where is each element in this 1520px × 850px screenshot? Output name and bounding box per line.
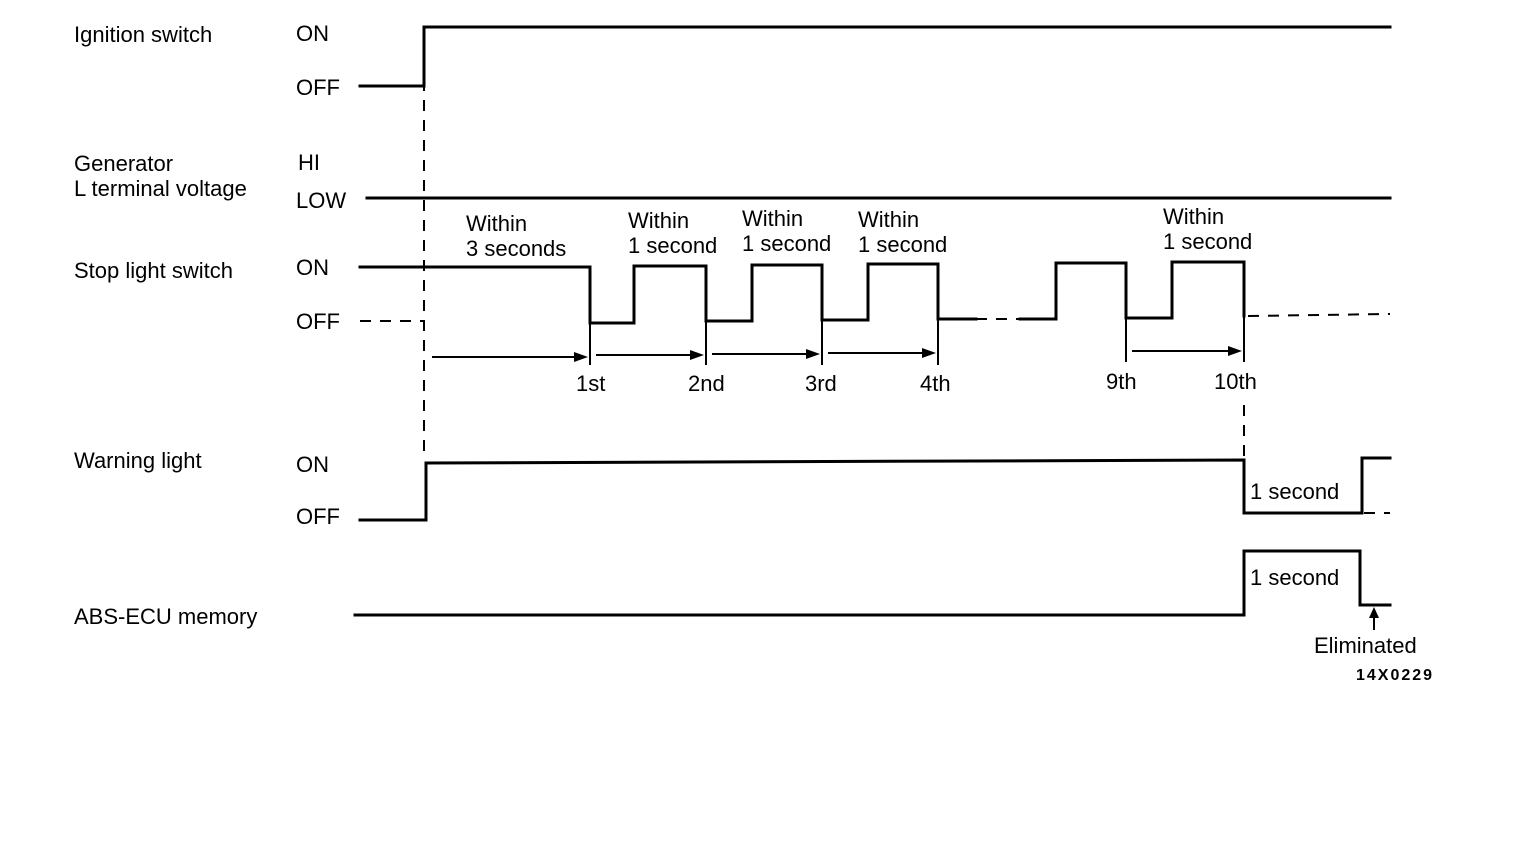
abs-ecu-memory-label: ABS-ECU memory xyxy=(74,604,257,629)
count-label-9th: 9th xyxy=(1106,369,1137,394)
timing-5-line1: Within xyxy=(1163,204,1224,229)
stop-light-off-dash-right xyxy=(1247,313,1391,317)
generator-label-line1: Generator xyxy=(74,151,173,176)
generator-label-line2: L terminal voltage xyxy=(74,176,247,201)
stop-light-switch-label: Stop light switch xyxy=(74,258,233,283)
abs-memory-waveform xyxy=(353,549,1392,617)
warning-delay-label: 1 second xyxy=(1250,479,1339,504)
timing-1-line1: Within xyxy=(466,211,527,236)
memory-delay-label: 1 second xyxy=(1250,565,1339,590)
timing-2-line2: 1 second xyxy=(628,233,717,258)
warning-light-off-state: OFF xyxy=(296,504,340,529)
interval-arrow-4 xyxy=(828,348,936,358)
ignition-off-state: OFF xyxy=(296,75,340,100)
count-label-2nd: 2nd xyxy=(688,371,725,396)
interval-arrow-5 xyxy=(1132,346,1242,356)
timing-5-line2: 1 second xyxy=(1163,229,1252,254)
generator-low-state: LOW xyxy=(296,188,346,213)
interval-arrow-2 xyxy=(596,350,704,360)
count-label-3rd: 3rd xyxy=(805,371,837,396)
ignition-waveform xyxy=(358,25,1392,88)
figure-code: 14X0229 xyxy=(1356,667,1434,684)
count-label-4th: 4th xyxy=(920,371,951,396)
warning-light-waveform xyxy=(358,456,1392,522)
timing-4-line1: Within xyxy=(858,207,919,232)
stop-light-waveform-part2 xyxy=(1018,260,1246,321)
stop-light-waveform-part1 xyxy=(358,262,978,325)
eliminated-arrow xyxy=(1369,607,1379,630)
count-label-1st: 1st xyxy=(576,371,605,396)
stop-light-on-state: ON xyxy=(296,255,329,280)
eliminated-label: Eliminated xyxy=(1314,633,1417,658)
interval-arrow-1 xyxy=(432,352,588,362)
warning-light-label: Warning light xyxy=(74,448,202,473)
warning-light-on-state: ON xyxy=(296,452,329,477)
timing-1-line2: 3 seconds xyxy=(466,236,566,261)
timing-3-line2: 1 second xyxy=(742,231,831,256)
generator-hi-state: HI xyxy=(298,150,320,175)
stop-light-off-state: OFF xyxy=(296,309,340,334)
ignition-on-state: ON xyxy=(296,21,329,46)
ignition-switch-label: Ignition switch xyxy=(74,22,212,47)
timing-2-line1: Within xyxy=(628,208,689,233)
count-label-10th: 10th xyxy=(1214,369,1257,394)
interval-arrow-3 xyxy=(712,349,820,359)
timing-3-line1: Within xyxy=(742,206,803,231)
timing-4-line2: 1 second xyxy=(858,232,947,257)
